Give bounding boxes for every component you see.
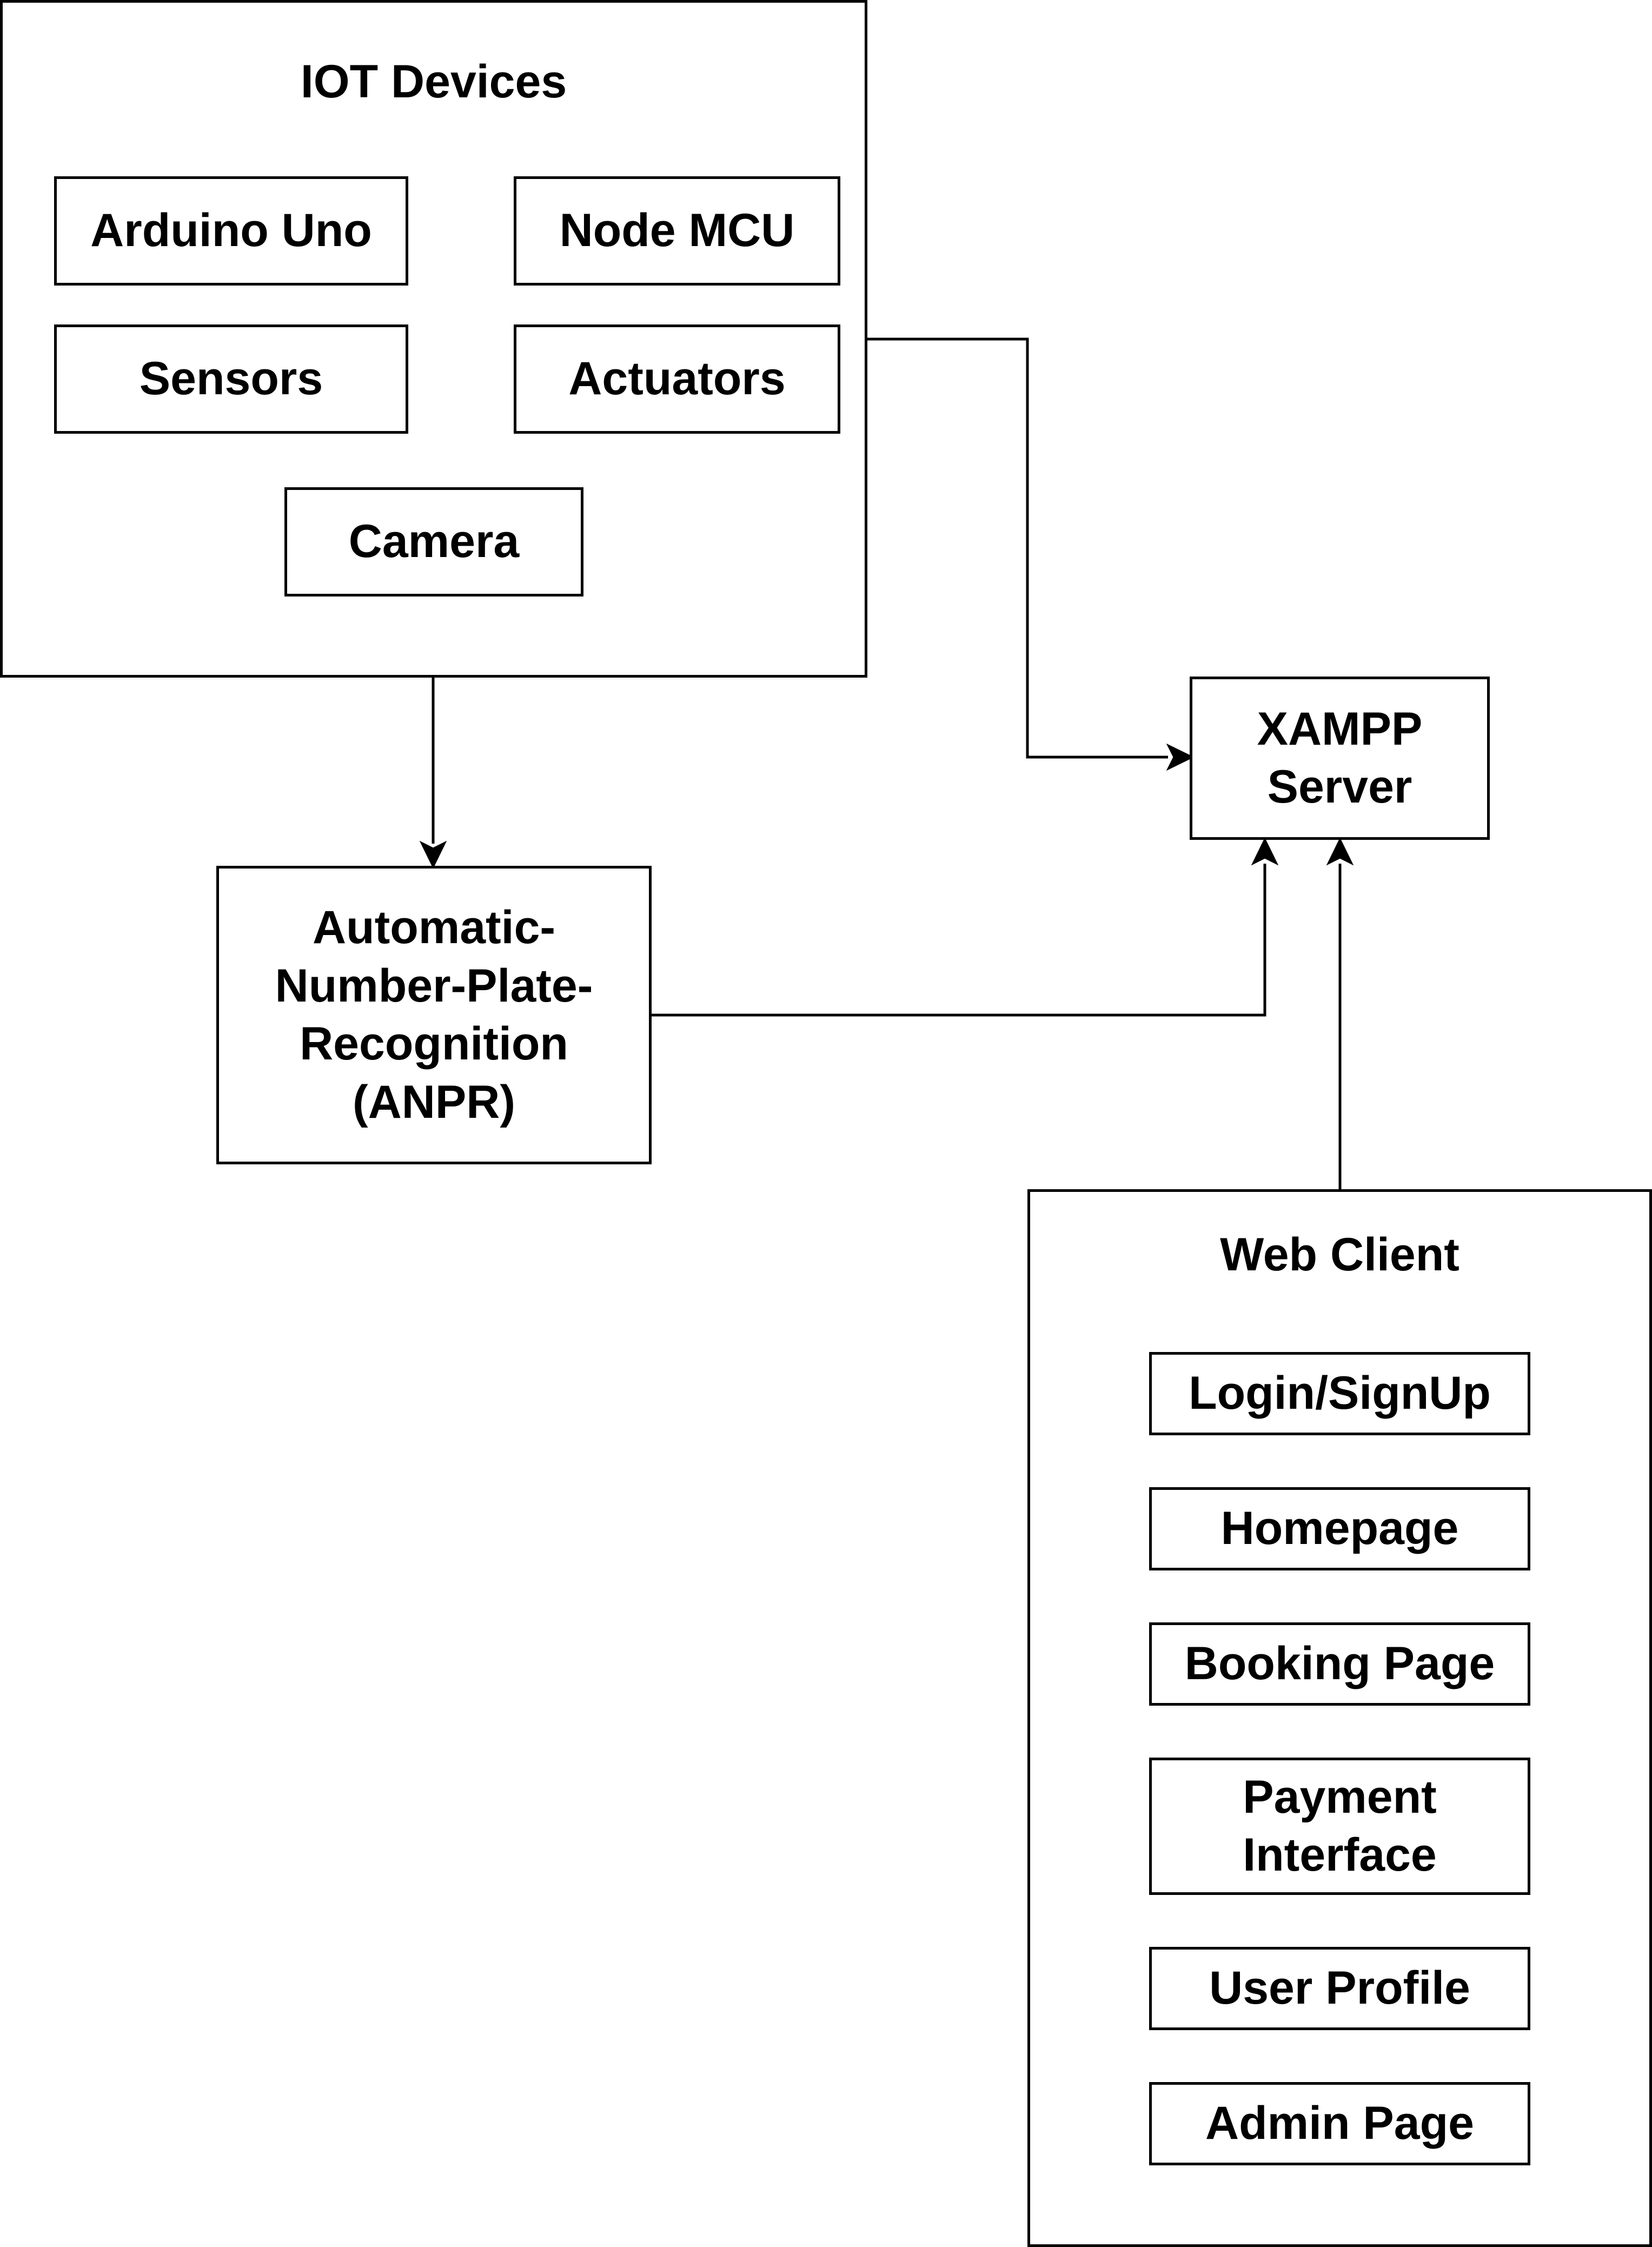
arrow-iot-to-server <box>866 337 1195 771</box>
web-client-title: Web Client <box>1220 1229 1459 1281</box>
arrow-webclient-to-server <box>1326 837 1354 1190</box>
user-profile-box: User Profile <box>1149 1947 1530 2030</box>
arrow-anpr-to-server <box>651 837 1279 1017</box>
xampp-server-box: XAMPP Server <box>1190 677 1490 840</box>
homepage-box: Homepage <box>1149 1487 1530 1570</box>
node-mcu-box: Node MCU <box>514 176 840 286</box>
arduino-uno-box: Arduino Uno <box>54 176 408 286</box>
sensors-box: Sensors <box>54 324 408 434</box>
payment-interface-box: Payment Interface <box>1149 1758 1530 1895</box>
actuators-box: Actuators <box>514 324 840 434</box>
iot-devices-title: IOT Devices <box>300 56 567 108</box>
login-signup-box: Login/SignUp <box>1149 1352 1530 1435</box>
anpr-box: Automatic- Number-Plate- Recognition (AN… <box>216 866 652 1164</box>
admin-page-box: Admin Page <box>1149 2082 1530 2165</box>
camera-box: Camera <box>284 487 583 596</box>
booking-page-box: Booking Page <box>1149 1622 1530 1706</box>
